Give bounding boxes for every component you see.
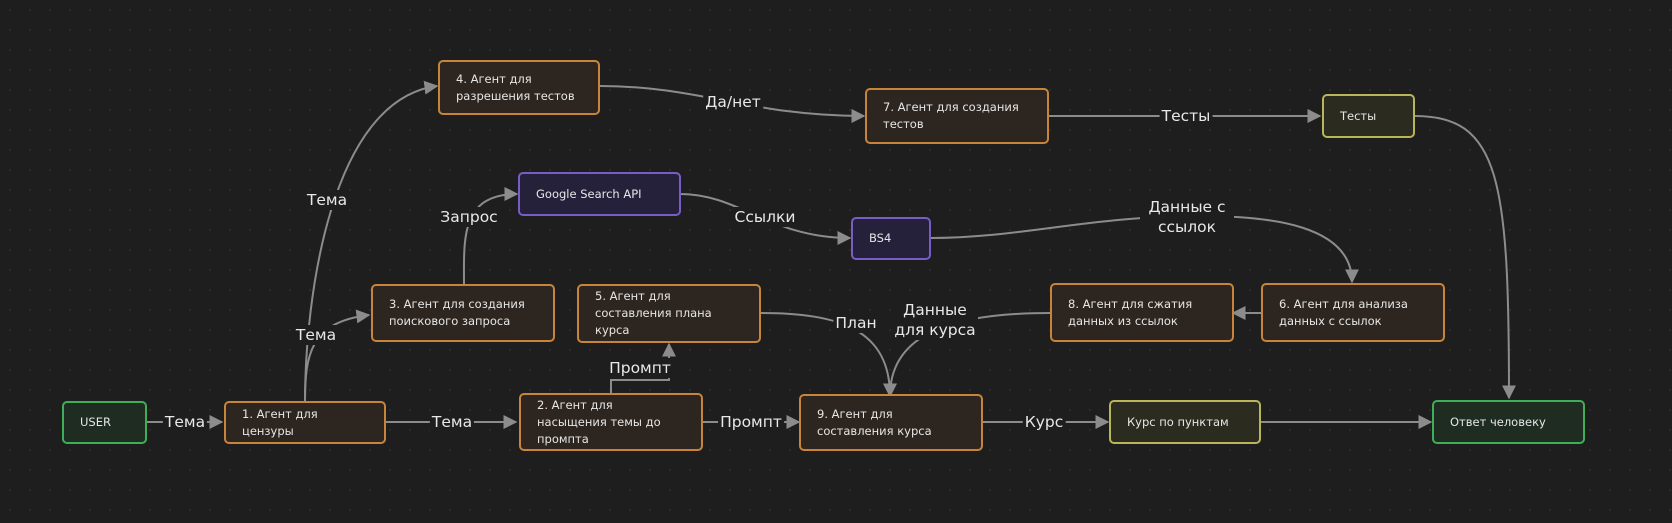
node-answer-label: Ответ человеку <box>1450 414 1546 429</box>
node-bs4[interactable]: BS4 <box>851 217 931 260</box>
edge-label-agent4-to-agent7: Да/нет <box>703 92 763 112</box>
edge-label-user-to-agent1: Тема <box>162 412 208 432</box>
node-agent3[interactable]: 3. Агент для создания поискового запроса <box>371 284 555 342</box>
edge-label-agent7-to-tests: Тесты <box>1159 106 1213 126</box>
node-agent9-label: 9. Агент для составления курса <box>817 406 932 438</box>
node-agent5[interactable]: 5. Агент для составления плана курса <box>577 284 761 343</box>
node-agent1-label: 1. Агент для цензуры <box>242 406 318 438</box>
edge-label-google-to-bs4: Ссылки <box>732 207 798 227</box>
node-tests[interactable]: Тесты <box>1322 94 1415 138</box>
node-agent4-label: 4. Агент для разрешения тестов <box>456 71 575 103</box>
node-agent9[interactable]: 9. Агент для составления курса <box>799 394 983 451</box>
edge-label-agent5-to-agent9: План <box>833 313 879 333</box>
node-agent1[interactable]: 1. Агент для цензуры <box>224 401 386 444</box>
edge-label-agent1-to-agent3: Тема <box>293 325 339 345</box>
edge-label-agent9-to-course: Курс <box>1022 412 1066 432</box>
node-tests-label: Тесты <box>1340 108 1377 123</box>
node-user[interactable]: USER <box>62 401 147 444</box>
node-answer[interactable]: Ответ человеку <box>1432 400 1585 444</box>
edge-label-agent2-to-agent9: Промпт <box>718 412 784 432</box>
node-agent7[interactable]: 7. Агент для создания тестов <box>865 88 1049 144</box>
node-agent2-label: 2. Агент для насыщения темы до промпта <box>537 397 661 446</box>
edge-label-agent1-to-agent4: Тема <box>304 190 350 210</box>
node-agent4[interactable]: 4. Агент для разрешения тестов <box>438 60 600 115</box>
node-agent6-label: 6. Агент для анализа данных с ссылок <box>1279 296 1408 328</box>
node-user-label: USER <box>80 415 111 429</box>
node-course-points-label: Курс по пунктам <box>1127 414 1229 429</box>
node-agent3-label: 3. Агент для создания поискового запроса <box>389 297 525 328</box>
edge-label-agent2-to-agent5: Промпт <box>607 358 673 378</box>
node-course-points[interactable]: Курс по пунктам <box>1109 400 1261 444</box>
node-google-label: Google Search API <box>536 186 642 201</box>
node-agent8-label: 8. Агент для сжатия данных из ссылок <box>1068 296 1193 328</box>
edge-label-bs4-to-agent6: Данные с ссылок <box>1140 197 1234 237</box>
node-agent5-label: 5. Агент для составления плана курса <box>595 289 712 337</box>
node-agent6[interactable]: 6. Агент для анализа данных с ссылок <box>1261 283 1445 342</box>
node-agent7-label: 7. Агент для создания тестов <box>883 100 1019 131</box>
node-bs4-label: BS4 <box>869 231 892 245</box>
edge-label-agent1-to-agent2: Тема <box>429 412 475 432</box>
node-agent2[interactable]: 2. Агент для насыщения темы до промпта <box>519 393 703 451</box>
edge-label-agent3-to-google: Запрос <box>438 207 500 227</box>
edge-tests-to-answer <box>1414 115 1516 400</box>
edge-label-agent8-to-agent9: Данные для курса <box>892 300 978 340</box>
node-google-search-api[interactable]: Google Search API <box>518 172 681 216</box>
node-agent8[interactable]: 8. Агент для сжатия данных из ссылок <box>1050 283 1234 342</box>
edge-agent1-to-agent4 <box>304 80 439 403</box>
